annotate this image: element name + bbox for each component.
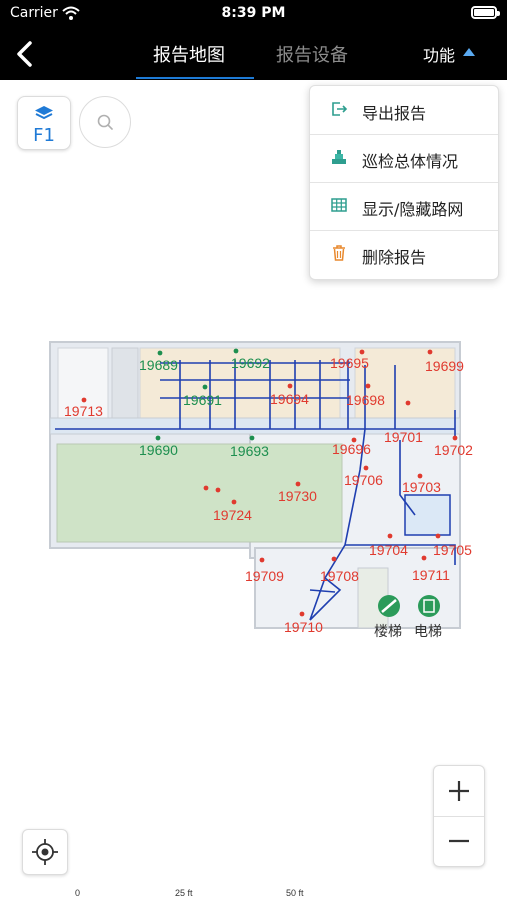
menu-item-label: 显示/隐藏路网 xyxy=(362,200,464,219)
device-label-19709: 19709 xyxy=(245,568,284,584)
navigation-bar: 报告地图 报告设备 功能 xyxy=(0,28,507,80)
battery-icon xyxy=(471,6,500,19)
menu-item-delete-report[interactable]: 删除报告 xyxy=(310,230,498,278)
device-label-19694: 19694 xyxy=(270,391,309,407)
device-label-19698: 19698 xyxy=(346,392,385,408)
crosshair-icon xyxy=(32,839,58,865)
device-label-19691: 19691 xyxy=(183,392,222,408)
search-icon xyxy=(97,114,113,130)
map-labels: 19689 19692 19691 19690 19693 19695 1969… xyxy=(64,355,473,635)
grid-icon xyxy=(331,198,347,212)
plus-icon xyxy=(449,781,469,801)
zoom-in-button[interactable] xyxy=(434,766,484,817)
tab-report-devices[interactable]: 报告设备 xyxy=(276,45,348,66)
device-label-19692: 19692 xyxy=(231,355,270,371)
device-label-19724: 19724 xyxy=(213,507,252,523)
locate-button[interactable] xyxy=(22,829,68,875)
status-bar: Carrier 8:39 PM xyxy=(0,0,507,28)
active-tab-indicator xyxy=(136,77,254,79)
elevator-marker[interactable]: 电梯 xyxy=(414,595,442,640)
floor-label: F1 xyxy=(33,125,55,146)
scale-label-50: 50 ft xyxy=(286,888,304,898)
function-dropdown-menu: 导出报告 巡检总体情况 显示/隐藏路网 删除报告 xyxy=(309,85,499,280)
device-label-19711: 19711 xyxy=(412,567,450,583)
caret-up-icon[interactable] xyxy=(463,48,475,56)
device-label-19706: 19706 xyxy=(344,472,383,488)
device-label-19708: 19708 xyxy=(320,568,359,584)
scale-label-0: 0 xyxy=(75,888,81,898)
stairs-marker[interactable]: 楼梯 xyxy=(374,595,402,640)
device-label-19705: 19705 xyxy=(433,542,472,558)
menu-item-inspection-summary[interactable]: 巡检总体情况 xyxy=(310,134,498,183)
layers-icon xyxy=(35,106,53,120)
scale-bar: 0 25 ft 50 ft xyxy=(70,888,330,900)
zoom-out-button[interactable] xyxy=(434,816,484,866)
floor-plan-map[interactable]: 楼梯 电梯 19689 19692 19691 19690 19693 1969… xyxy=(0,330,507,650)
menu-item-label: 删除报告 xyxy=(362,248,427,267)
summary-icon xyxy=(332,150,346,164)
tab-report-map[interactable]: 报告地图 xyxy=(153,45,225,66)
trash-icon xyxy=(333,245,345,261)
green-markers xyxy=(155,348,255,441)
clock: 8:39 PM xyxy=(221,5,286,21)
device-label-19689: 19689 xyxy=(139,357,178,373)
device-label-19710: 19710 xyxy=(284,619,323,635)
back-arrow-icon[interactable] xyxy=(8,36,44,72)
building-outline xyxy=(49,341,461,629)
floor-switch-button[interactable]: F1 xyxy=(17,96,71,150)
menu-item-toggle-road-network[interactable]: 显示/隐藏路网 xyxy=(310,182,498,231)
function-menu-button[interactable]: 功能 xyxy=(423,46,456,65)
device-label-19701: 19701 xyxy=(384,429,423,445)
device-label-19690: 19690 xyxy=(139,442,178,458)
device-label-19703: 19703 xyxy=(402,479,441,495)
elevator-label: 电梯 xyxy=(414,624,442,640)
road-network xyxy=(55,360,456,621)
menu-item-export-report[interactable]: 导出报告 xyxy=(310,86,498,135)
device-label-19699: 19699 xyxy=(425,358,464,374)
scale-label-25: 25 ft xyxy=(175,888,193,898)
device-label-19704: 19704 xyxy=(369,542,408,558)
red-markers xyxy=(81,349,458,617)
device-label-19713: 19713 xyxy=(64,403,103,419)
device-label-19696: 19696 xyxy=(332,441,371,457)
device-label-19693: 19693 xyxy=(230,443,269,459)
menu-item-label: 导出报告 xyxy=(362,104,427,123)
zoom-control xyxy=(433,765,485,867)
menu-item-label: 巡检总体情况 xyxy=(362,152,459,171)
minus-icon xyxy=(449,839,469,843)
device-label-19730: 19730 xyxy=(278,488,317,504)
device-label-19702: 19702 xyxy=(434,442,473,458)
carrier-label: Carrier xyxy=(10,5,58,21)
wifi-icon xyxy=(62,6,80,20)
stairs-label: 楼梯 xyxy=(374,624,402,640)
export-icon xyxy=(332,102,348,116)
map-search-button[interactable] xyxy=(79,96,131,148)
device-label-19695: 19695 xyxy=(330,355,369,371)
